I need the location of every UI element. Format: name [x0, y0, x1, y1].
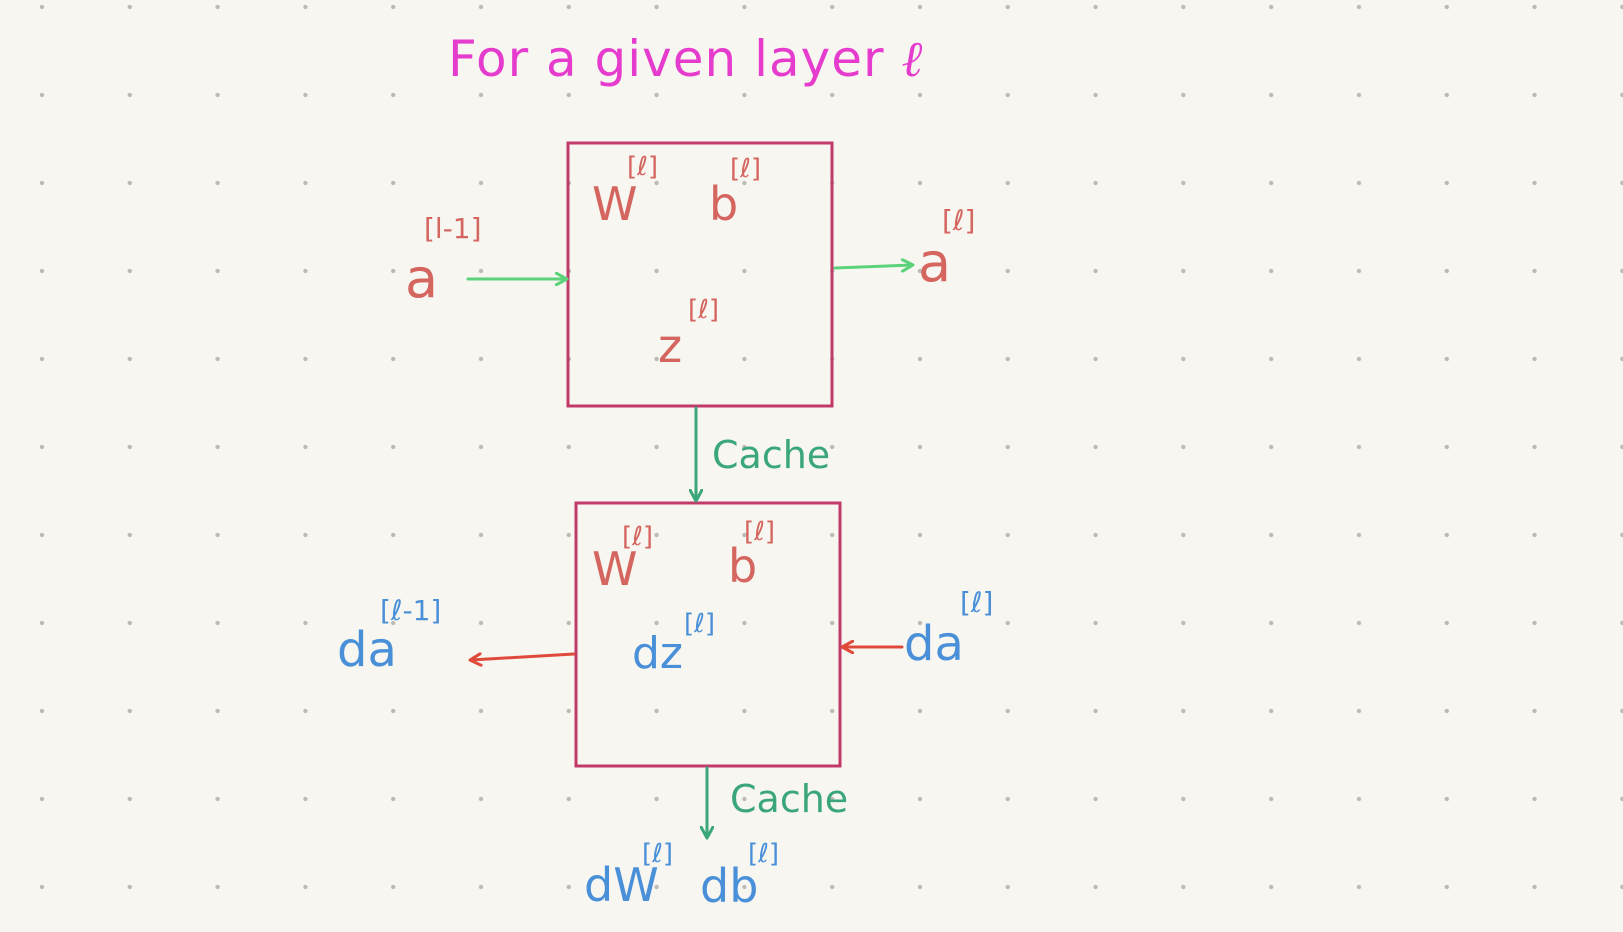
forward-weight: W — [592, 177, 637, 231]
forward-input-symbol: a — [405, 247, 438, 310]
title-text: For a given layer — [448, 30, 885, 88]
backward-input-sup: [ℓ] — [960, 586, 993, 619]
bias-grad-sup: [ℓ] — [748, 839, 779, 869]
weight-grad-symbol: dW — [584, 858, 659, 912]
forward-linear-sup: [ℓ] — [688, 295, 719, 325]
title-layer-symbol: ℓ — [901, 30, 924, 88]
forward-linear: z — [658, 319, 682, 373]
backward-bias-sup: [ℓ] — [744, 517, 775, 547]
backward-linear-grad: dz — [632, 628, 683, 679]
backward-output-sup: [ℓ-1] — [380, 594, 441, 627]
forward-output-sup: [ℓ] — [942, 204, 975, 237]
forward-bias: b — [709, 177, 738, 231]
backward-linear-grad-sup: [ℓ] — [684, 609, 715, 639]
forward-bias-sup: [ℓ] — [730, 154, 761, 184]
backward-output-arrow — [471, 654, 576, 660]
forward-output-symbol: a — [918, 231, 951, 294]
page-title: For a given layer ℓ — [448, 30, 923, 88]
forward-input-sup: [l-1] — [424, 212, 482, 245]
forward-output-arrow — [833, 265, 912, 268]
backward-input-symbol: da — [904, 616, 964, 672]
weight-grad-sup: [ℓ] — [642, 839, 673, 869]
backward-output-symbol: da — [337, 622, 397, 678]
bias-grad-symbol: db — [700, 859, 758, 913]
backward-bias: b — [728, 539, 757, 593]
cache-label-2: Cache — [730, 777, 848, 821]
forward-weight-sup: [ℓ] — [627, 152, 658, 182]
backward-weight: W — [592, 542, 637, 596]
backward-weight-sup: [ℓ] — [622, 522, 653, 552]
cache-label-1: Cache — [712, 433, 830, 477]
backward-block-box — [574, 501, 842, 768]
